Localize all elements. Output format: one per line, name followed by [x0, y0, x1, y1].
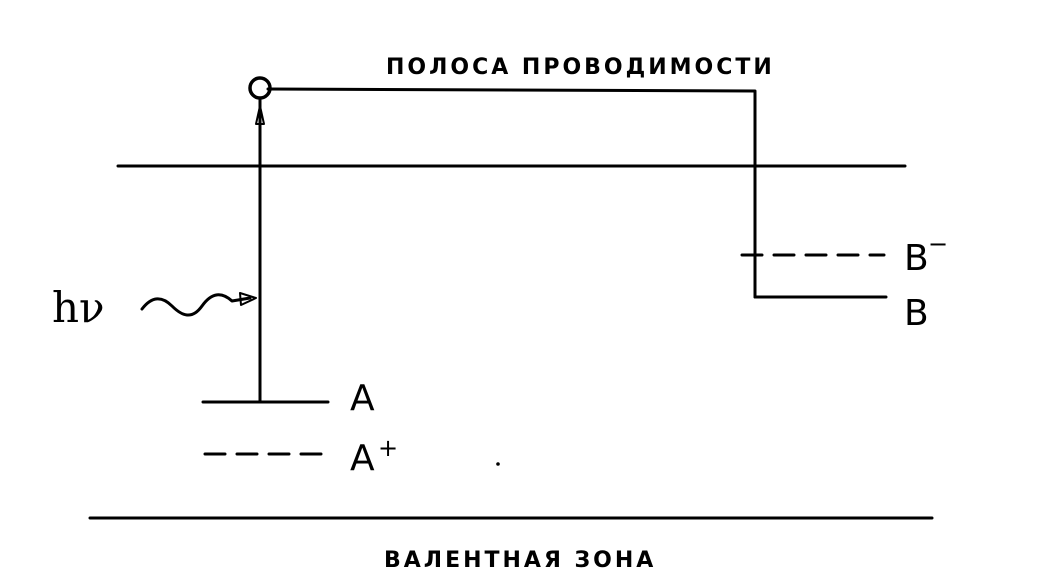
photon-arrow-head-icon: [239, 292, 257, 306]
scan-speck: [496, 462, 500, 466]
valence-band-label: ВАЛЕНТНАЯ ЗОНА: [384, 548, 656, 573]
level-b-minus-label: B: [904, 238, 929, 279]
excitation-arrow-icon: [255, 105, 265, 125]
level-a-plus-label: A: [350, 438, 375, 479]
level-b-label: B: [904, 293, 929, 334]
electron-drift-path: [266, 87, 757, 299]
level-a-label: A: [350, 378, 375, 419]
level-b-minus-sup: −: [928, 230, 948, 258]
level-a-plus-sup: +: [378, 434, 398, 462]
electron-icon: [248, 76, 272, 100]
photon-label: hν: [52, 283, 105, 332]
conduction-band-label: ПОЛОСА ПРОВОДИМОСТИ: [386, 55, 775, 80]
photon-wave-icon: [140, 293, 252, 317]
